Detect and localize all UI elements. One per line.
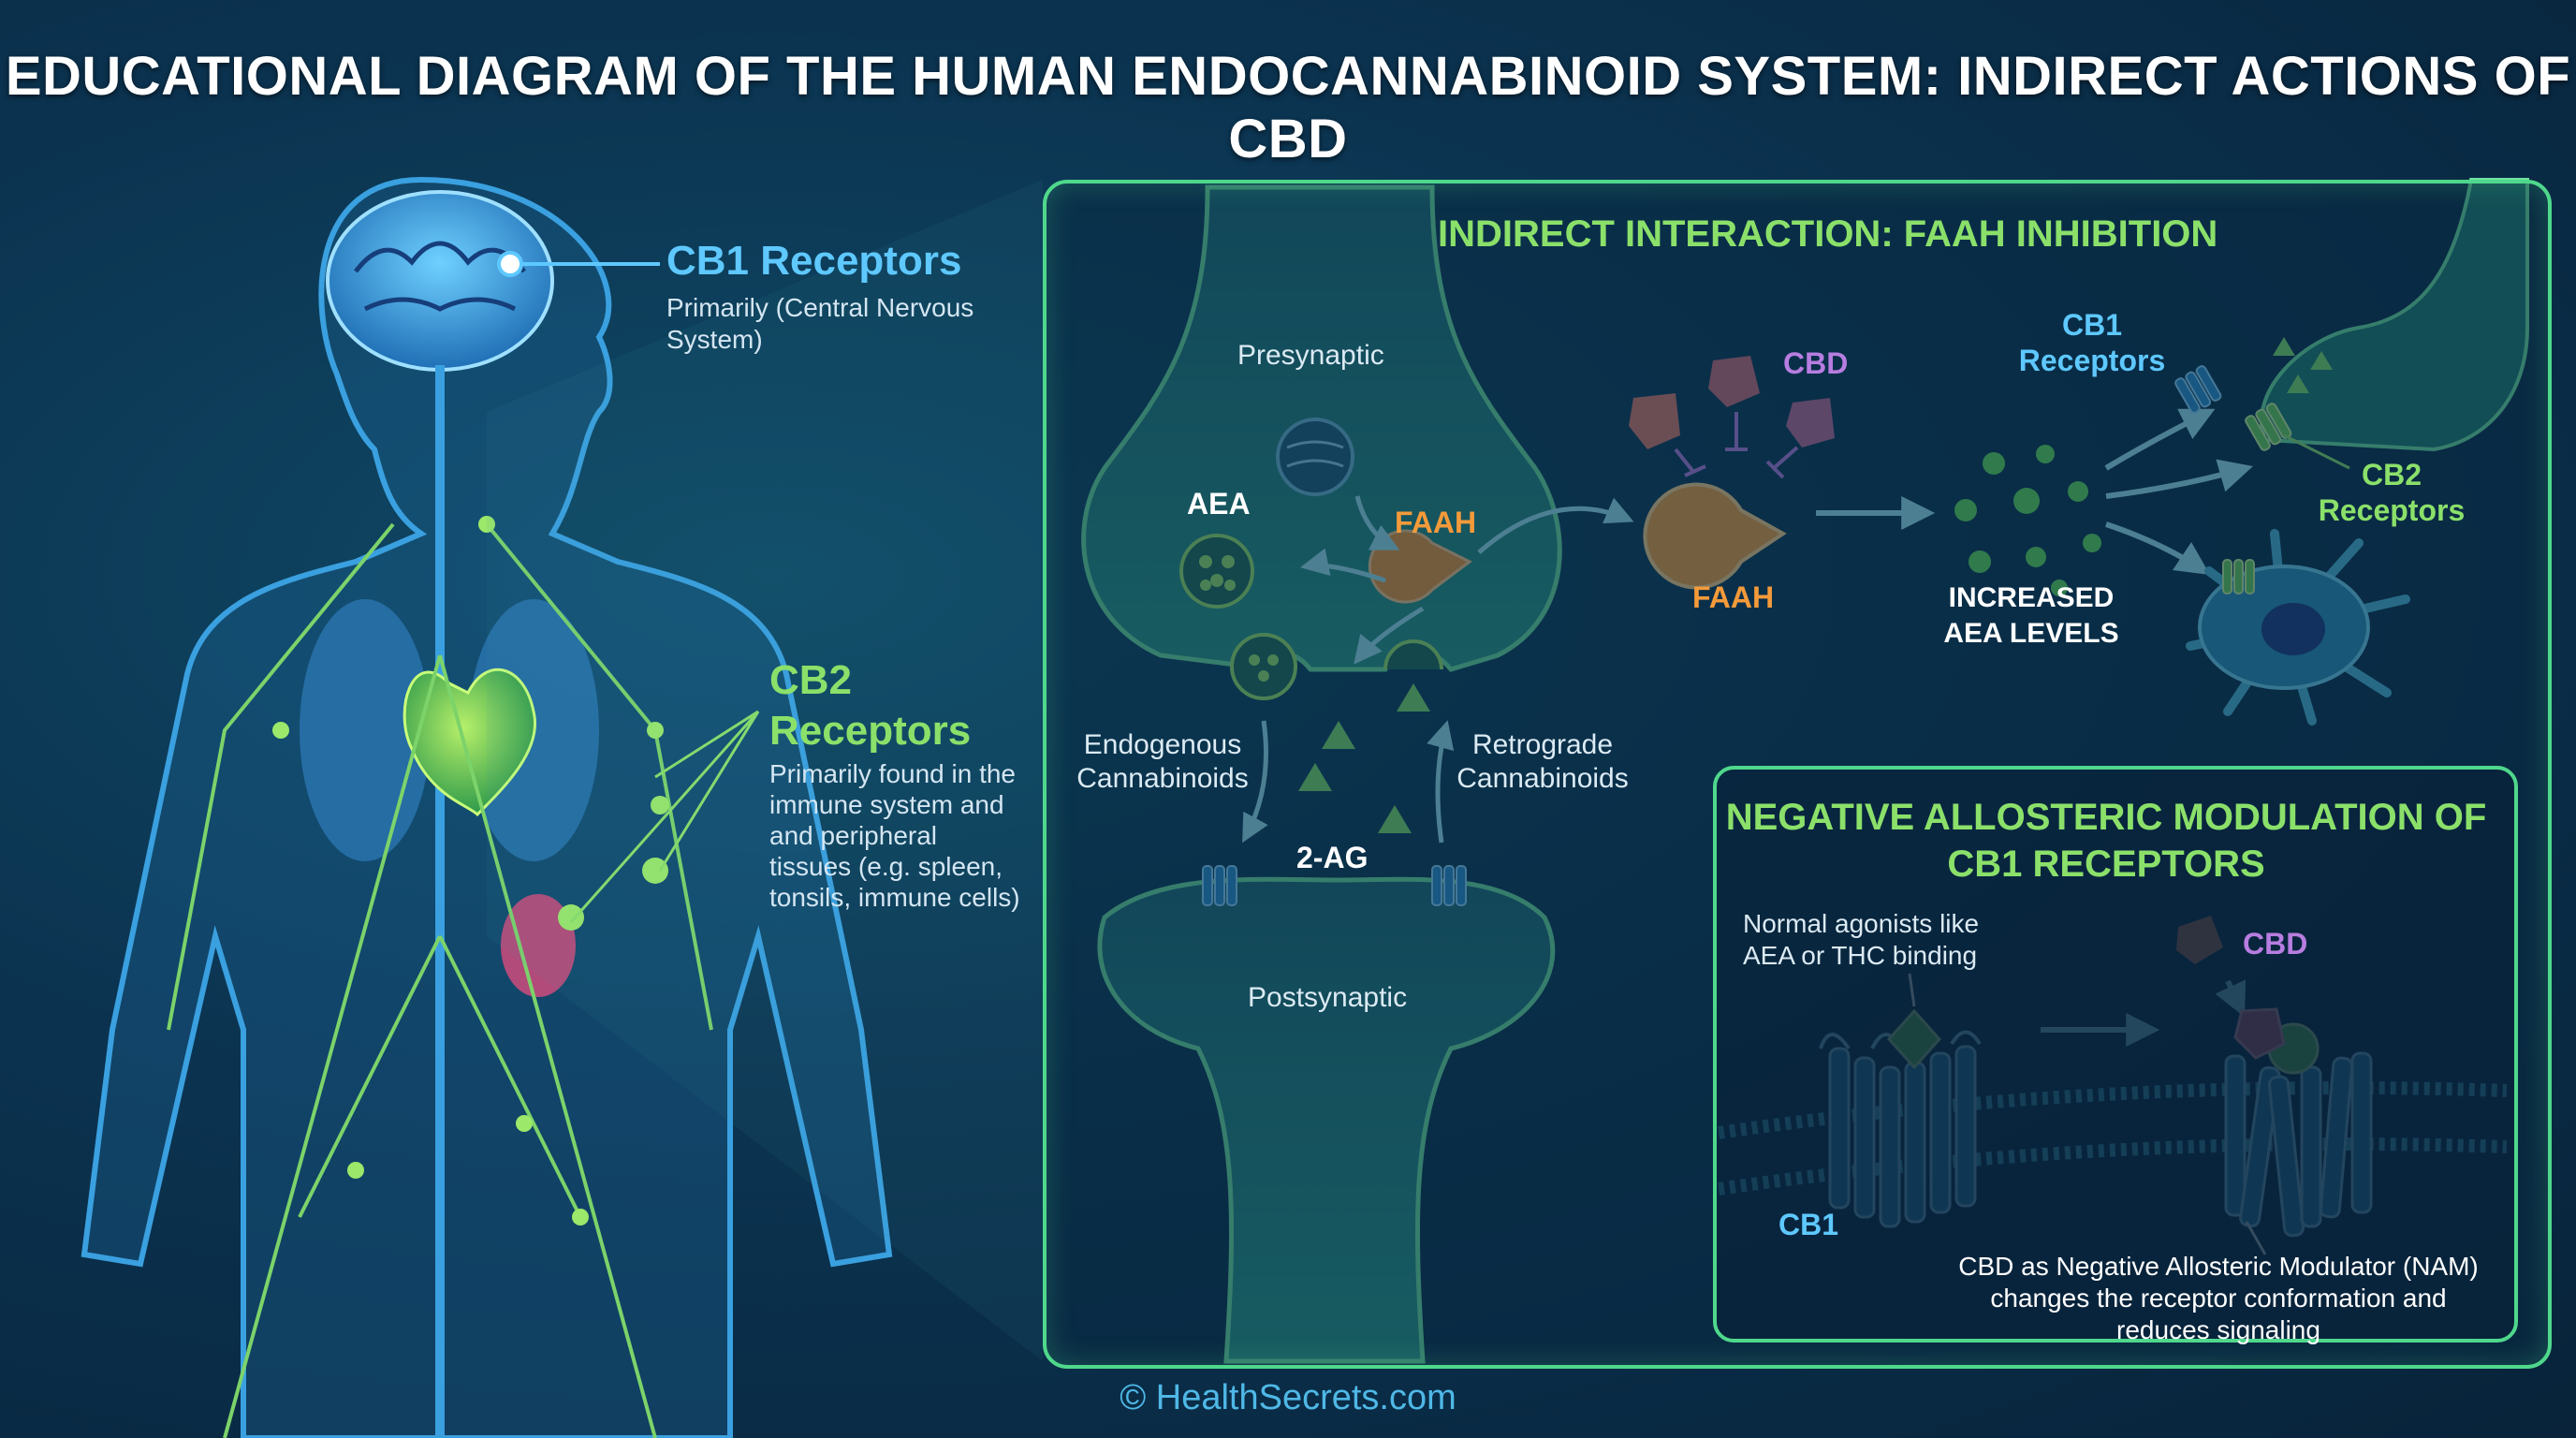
cb2-receptors-description: Primarily found in the immune system and… — [769, 759, 1020, 912]
copyright-footer: © HealthSecrets.com — [1120, 1378, 1456, 1417]
faah-label: FAAH — [1692, 580, 1775, 614]
lymph-nodes — [272, 516, 669, 1225]
nam-section-header: NEGATIVE ALLOSTERIC MODULATION OF CB1 RE… — [1725, 797, 2487, 885]
faah-enzyme-label: FAAH — [1395, 506, 1477, 539]
cb1-membrane-label: CB1 — [1778, 1208, 1839, 1241]
page-title: EDUCATIONAL DIAGRAM OF THE HUMAN ENDOCAN… — [5, 46, 2571, 169]
endogenous-cannabinoids-label: Endogenous Cannabinoids — [1076, 729, 1249, 794]
normal-agonists-label: Normal agonists like AEA or THC binding — [1743, 909, 1980, 970]
heart-icon — [402, 668, 536, 817]
faah-section-header: INDIRECT INTERACTION: FAAH INHIBITION — [1438, 213, 2218, 255]
cb1-receptors-description: Primarily (Central Nervous System) — [666, 293, 974, 354]
increased-aea-label: INCREASED AEA LEVELS — [1943, 582, 2119, 649]
left-lung-icon — [300, 599, 431, 861]
cb1-receptors-label: CB1 Receptors — [666, 238, 962, 284]
nam-cbd-label: CBD — [2243, 927, 2308, 961]
cb2-target-label: CB2 Receptors — [2318, 458, 2466, 527]
cb2-receptors-label: CB2 Receptors — [769, 657, 972, 754]
postsynaptic-label: Postsynaptic — [1248, 982, 1408, 1013]
presynaptic-label: Presynaptic — [1237, 340, 1384, 371]
retrograde-cannabinoids-label: Retrograde Cannabinoids — [1456, 729, 1629, 794]
spleen-icon — [501, 894, 576, 997]
nam-subpanel — [1713, 766, 2518, 1343]
2ag-label: 2-AG — [1296, 841, 1368, 874]
aea-label: AEA — [1187, 487, 1251, 521]
cbd-label: CBD — [1783, 346, 1849, 380]
cb1-target-label: CB1 Receptors — [2018, 308, 2166, 377]
nam-description: CBD as Negative Allosteric Modulator (NA… — [1958, 1252, 2479, 1344]
brain-icon — [326, 190, 554, 372]
